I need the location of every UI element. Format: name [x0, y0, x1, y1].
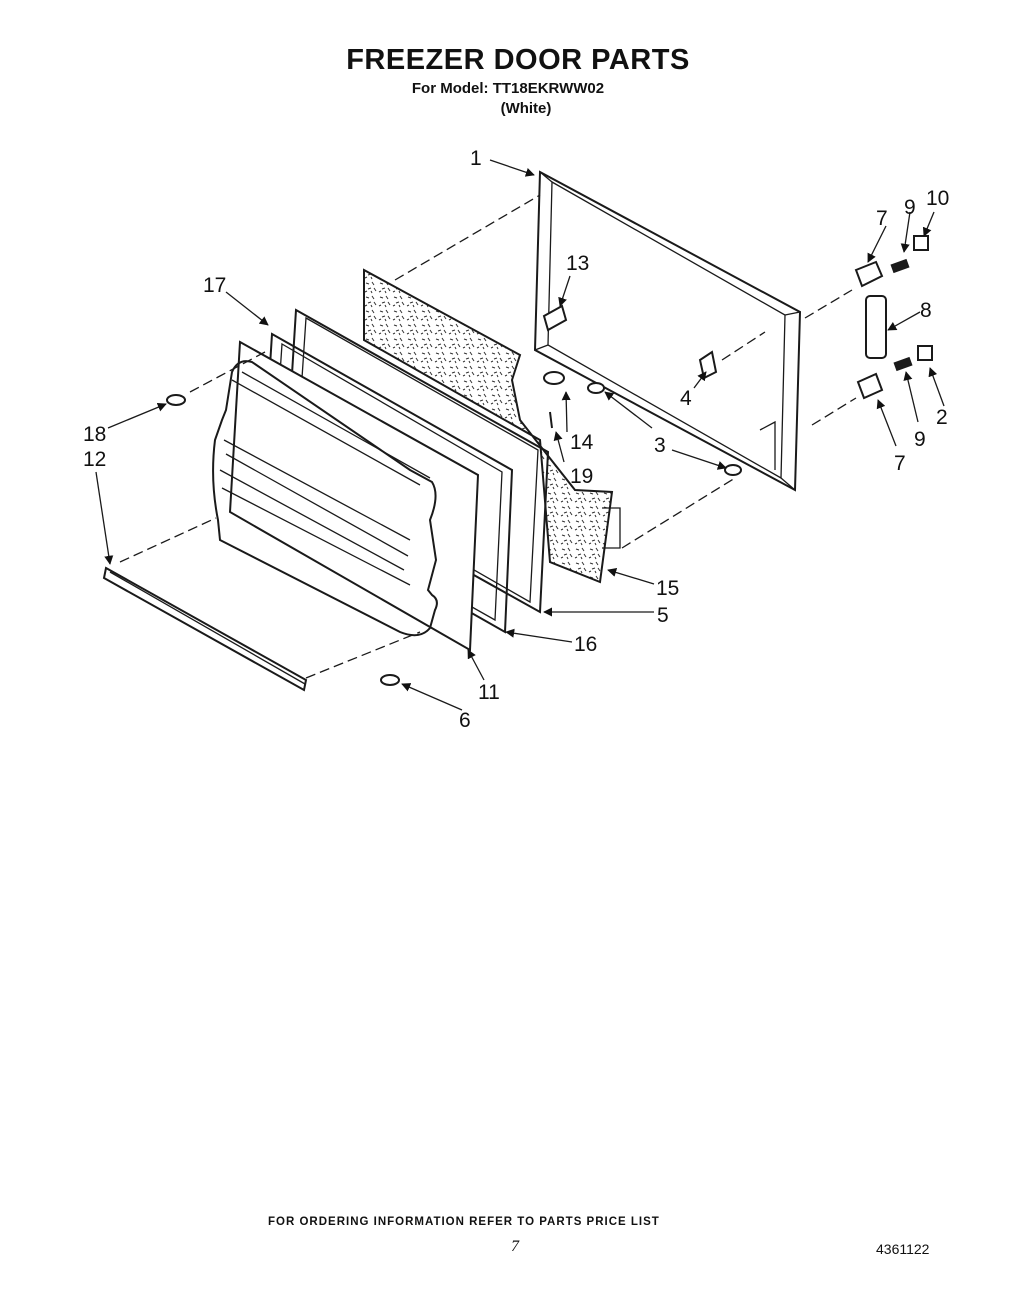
inner-door-liner — [212, 340, 480, 652]
callout-labels: 1 2 3 4 5 6 7 7 8 9 9 10 11 12 13 14 15 … — [83, 147, 949, 732]
callout-19: 19 — [570, 465, 593, 488]
trim-strip — [102, 566, 308, 692]
assembly-lines — [119, 194, 857, 679]
callout-4: 4 — [680, 387, 692, 410]
callout-1: 1 — [470, 147, 482, 170]
callout-2: 2 — [936, 406, 948, 429]
ordering-note: FOR ORDERING INFORMATION REFER TO PARTS … — [268, 1216, 660, 1228]
callout-18: 18 — [83, 423, 106, 446]
callout-9-bottom: 9 — [914, 428, 926, 451]
page-number: 7 — [511, 1238, 519, 1255]
callout-16: 16 — [574, 633, 597, 656]
callout-8: 8 — [920, 299, 932, 322]
callout-7-top: 7 — [876, 207, 888, 230]
callout-3: 3 — [654, 434, 666, 457]
callout-15: 15 — [656, 577, 679, 600]
hinge-hardware — [854, 235, 933, 400]
callout-13: 13 — [566, 252, 589, 275]
callout-7-bottom: 7 — [894, 452, 906, 475]
callout-5: 5 — [657, 604, 669, 627]
callout-10: 10 — [926, 187, 949, 210]
callout-6: 6 — [459, 709, 471, 732]
callout-12: 12 — [83, 448, 106, 471]
outer-door-panel — [533, 170, 802, 492]
foam-insulation — [363, 268, 621, 584]
leader-lines — [95, 159, 945, 711]
callout-11: 11 — [478, 681, 500, 704]
page-title: FREEZER DOOR PARTS — [346, 44, 690, 76]
callout-9-top: 9 — [904, 196, 916, 219]
callout-14: 14 — [570, 431, 594, 454]
callout-17: 17 — [203, 274, 226, 297]
color-line: (White) — [500, 100, 552, 117]
document-number: 4361122 — [876, 1241, 930, 1257]
model-line: For Model: TT18EKRWW02 — [411, 80, 605, 97]
